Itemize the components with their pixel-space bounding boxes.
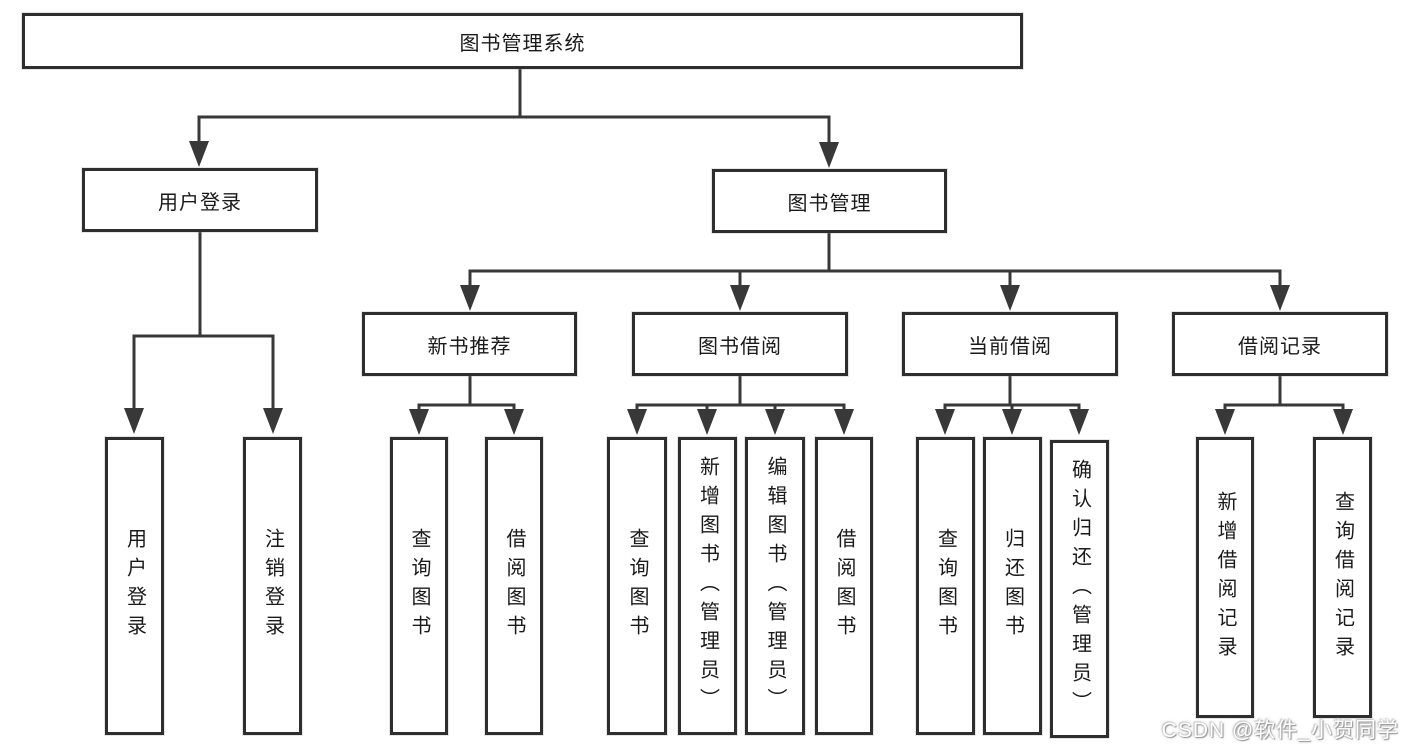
node-label: 新增图书（管理员）	[696, 455, 719, 717]
node-user-login: 用户登录	[82, 168, 318, 232]
connector-user-login-to-leaves	[124, 229, 283, 434]
node-label: 图书借阅	[698, 335, 782, 358]
leaf-confirm-return-admin: 确认归还（管理员）	[1050, 440, 1109, 738]
node-label: 查询借阅记录	[1331, 490, 1354, 665]
node-new-book-recommend: 新书推荐	[362, 312, 577, 376]
leaf-query-books-1: 查询图书	[390, 437, 448, 735]
node-label: 查询图书	[626, 528, 648, 644]
node-label: 图书管理	[787, 192, 872, 215]
connector-root-to-level2	[189, 65, 839, 168]
node-label: 归还图书	[1001, 528, 1024, 644]
node-label: 借阅图书	[833, 528, 855, 644]
node-label: 用户登录	[123, 528, 146, 644]
node-label: 当前借阅	[968, 335, 1052, 358]
leaf-query-books-2: 查询图书	[607, 437, 667, 735]
node-book-borrow: 图书借阅	[632, 312, 848, 376]
node-label: 借阅图书	[503, 528, 525, 644]
node-borrow-records: 借阅记录	[1172, 312, 1388, 376]
leaf-query-books-3: 查询图书	[916, 437, 975, 735]
connector-book-borrow-to-leaves	[627, 372, 854, 435]
leaf-add-books-admin: 新增图书（管理员）	[678, 437, 737, 735]
connector-book-mgmt-to-level3	[460, 230, 1290, 311]
leaf-edit-books-admin: 编辑图书（管理员）	[745, 437, 805, 735]
leaf-borrow-books-1: 借阅图书	[485, 437, 543, 735]
node-label: 用户登录	[158, 191, 242, 214]
leaf-add-borrow-record: 新增借阅记录	[1196, 437, 1254, 718]
leaf-query-borrow-record: 查询借阅记录	[1313, 437, 1372, 718]
node-label: 借阅记录	[1238, 335, 1322, 358]
node-label: 注销登录	[261, 528, 284, 644]
node-root-system: 图书管理系统	[22, 13, 1023, 69]
csdn-watermark: CSDN @软件_小贺同学	[1161, 719, 1399, 742]
node-label: 编辑图书（管理员）	[764, 455, 786, 717]
node-label: 确认归还（管理员）	[1068, 458, 1091, 720]
node-book-management: 图书管理	[712, 169, 947, 233]
connector-new-book-to-leaves	[409, 372, 524, 435]
leaf-borrow-books-2: 借阅图书	[815, 437, 873, 735]
node-label: 新书推荐	[427, 335, 512, 358]
leaf-logout: 注销登录	[243, 437, 302, 735]
node-label: 新增借阅记录	[1214, 490, 1236, 665]
connector-borrow-records-to-leaves	[1215, 372, 1353, 435]
connector-current-borrow-to-leaves	[935, 372, 1089, 435]
node-label: 查询图书	[408, 528, 430, 644]
node-current-borrow: 当前借阅	[902, 312, 1118, 376]
leaf-user-login: 用户登录	[105, 437, 164, 735]
node-label: 查询图书	[934, 528, 957, 644]
leaf-return-books: 归还图书	[983, 437, 1042, 735]
node-label: 图书管理系统	[459, 32, 586, 55]
